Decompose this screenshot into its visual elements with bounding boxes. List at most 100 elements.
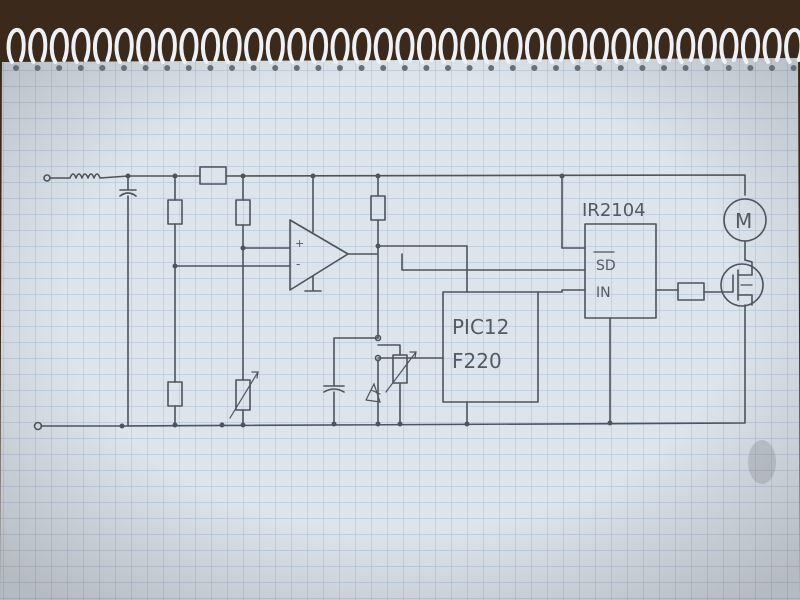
spiral-hole xyxy=(725,65,732,71)
spiral-hole xyxy=(509,65,516,71)
spiral-hole xyxy=(790,65,797,71)
spiral-hole xyxy=(617,65,624,71)
spiral-hole xyxy=(769,65,775,71)
spiral-coil xyxy=(308,28,329,64)
spiral-hole xyxy=(704,65,711,71)
spiral-coil xyxy=(589,28,609,64)
spiral-coil xyxy=(481,28,501,64)
spiral-coil xyxy=(244,28,264,64)
pullup-resistor xyxy=(370,175,386,247)
mosfet-transistor xyxy=(720,259,764,307)
spiral-coil xyxy=(676,28,696,64)
spiral-coil xyxy=(438,28,458,64)
spiral-hole xyxy=(56,65,63,71)
top-rail-fuse xyxy=(199,166,227,185)
spiral-coil xyxy=(49,28,69,64)
spiral-coil xyxy=(136,28,156,64)
spiral-coil xyxy=(200,28,221,64)
bottom-rail-wire xyxy=(40,304,746,427)
spiral-coil xyxy=(28,28,48,64)
spiral-hole xyxy=(639,65,646,71)
spiral-coil xyxy=(373,28,393,64)
spiral-coil xyxy=(762,28,782,64)
spiral-coil xyxy=(330,28,350,64)
spiral-binding xyxy=(6,28,800,71)
driver-pin-sd-label: SD xyxy=(596,258,616,274)
spiral-hole xyxy=(574,65,581,71)
motor-label: M xyxy=(735,209,752,233)
spiral-coil xyxy=(71,28,91,64)
spiral-coil xyxy=(611,28,631,64)
spiral-hole xyxy=(250,65,257,71)
spiral-coil xyxy=(222,28,242,64)
spiral-hole xyxy=(337,65,343,71)
spiral-coil xyxy=(740,28,761,64)
driver-chip-label: IR2104 xyxy=(582,200,646,221)
input-capacitor xyxy=(119,175,137,427)
opamp-plus-label: + xyxy=(295,237,304,250)
opamp-minus-label: - xyxy=(296,257,300,271)
driver-pin-in-label: IN xyxy=(596,285,611,301)
spiral-hole xyxy=(13,65,19,71)
spiral-hole xyxy=(401,65,408,71)
spiral-coil xyxy=(632,28,653,64)
spiral-hole xyxy=(661,65,667,71)
schematic-diagram: + - PIC12 F220 xyxy=(33,166,767,431)
spiral-coil xyxy=(719,28,739,64)
spiral-hole xyxy=(488,65,495,71)
inductor-symbol xyxy=(49,173,129,179)
spiral-coil xyxy=(6,28,26,64)
resistor-divider-2 xyxy=(229,175,291,425)
spiral-hole xyxy=(596,65,603,71)
spiral-coil xyxy=(395,28,415,64)
spiral-hole xyxy=(682,65,689,71)
spiral-hole xyxy=(164,65,171,71)
junction-dots xyxy=(119,173,613,429)
dc-motor: M xyxy=(723,198,767,261)
spiral-hole xyxy=(747,65,754,71)
pic-microcontroller: PIC12 F220 xyxy=(442,289,586,425)
spiral-hole xyxy=(315,65,322,71)
spiral-hole xyxy=(293,65,300,71)
spiral-hole xyxy=(77,65,84,71)
spiral-coil xyxy=(784,28,800,64)
spiral-hole xyxy=(358,65,365,71)
spiral-hole xyxy=(207,65,214,71)
sense-network xyxy=(323,254,444,425)
spiral-coil xyxy=(265,28,285,64)
top-rail-wire xyxy=(127,174,746,196)
spiral-coil xyxy=(460,28,480,64)
spiral-hole xyxy=(99,65,106,71)
spiral-coil xyxy=(179,28,199,64)
spiral-coil xyxy=(546,28,566,64)
spiral-hole xyxy=(121,65,127,71)
spiral-coil xyxy=(568,28,588,64)
spiral-coil xyxy=(524,28,545,64)
resistor-divider-1 xyxy=(167,175,291,426)
spiral-hole xyxy=(229,65,235,71)
spiral-coil xyxy=(654,28,674,64)
mcu-label-line2: F220 xyxy=(452,349,502,373)
spiral-coil xyxy=(114,28,134,64)
spiral-hole xyxy=(531,65,538,71)
spiral-coil xyxy=(157,28,177,64)
mcu-label-line1: PIC12 xyxy=(452,315,509,339)
spiral-coil xyxy=(92,28,113,64)
gate-driver-ic: IR2104 SD IN xyxy=(561,175,723,424)
spiral-coil xyxy=(352,28,372,64)
spiral-hole xyxy=(185,65,192,71)
spiral-hole xyxy=(272,65,279,71)
spiral-coil xyxy=(697,28,717,64)
spiral-hole xyxy=(34,65,41,71)
sd-signal-wire xyxy=(401,253,586,271)
spiral-hole xyxy=(423,65,430,71)
notebook-page xyxy=(0,58,800,600)
spiral-coil xyxy=(503,28,523,64)
spiral-coil xyxy=(416,28,437,64)
spiral-coil xyxy=(287,28,307,64)
spiral-hole xyxy=(142,65,149,71)
spiral-hole xyxy=(466,65,473,71)
spiral-hole xyxy=(380,65,387,71)
spiral-hole xyxy=(445,65,451,71)
